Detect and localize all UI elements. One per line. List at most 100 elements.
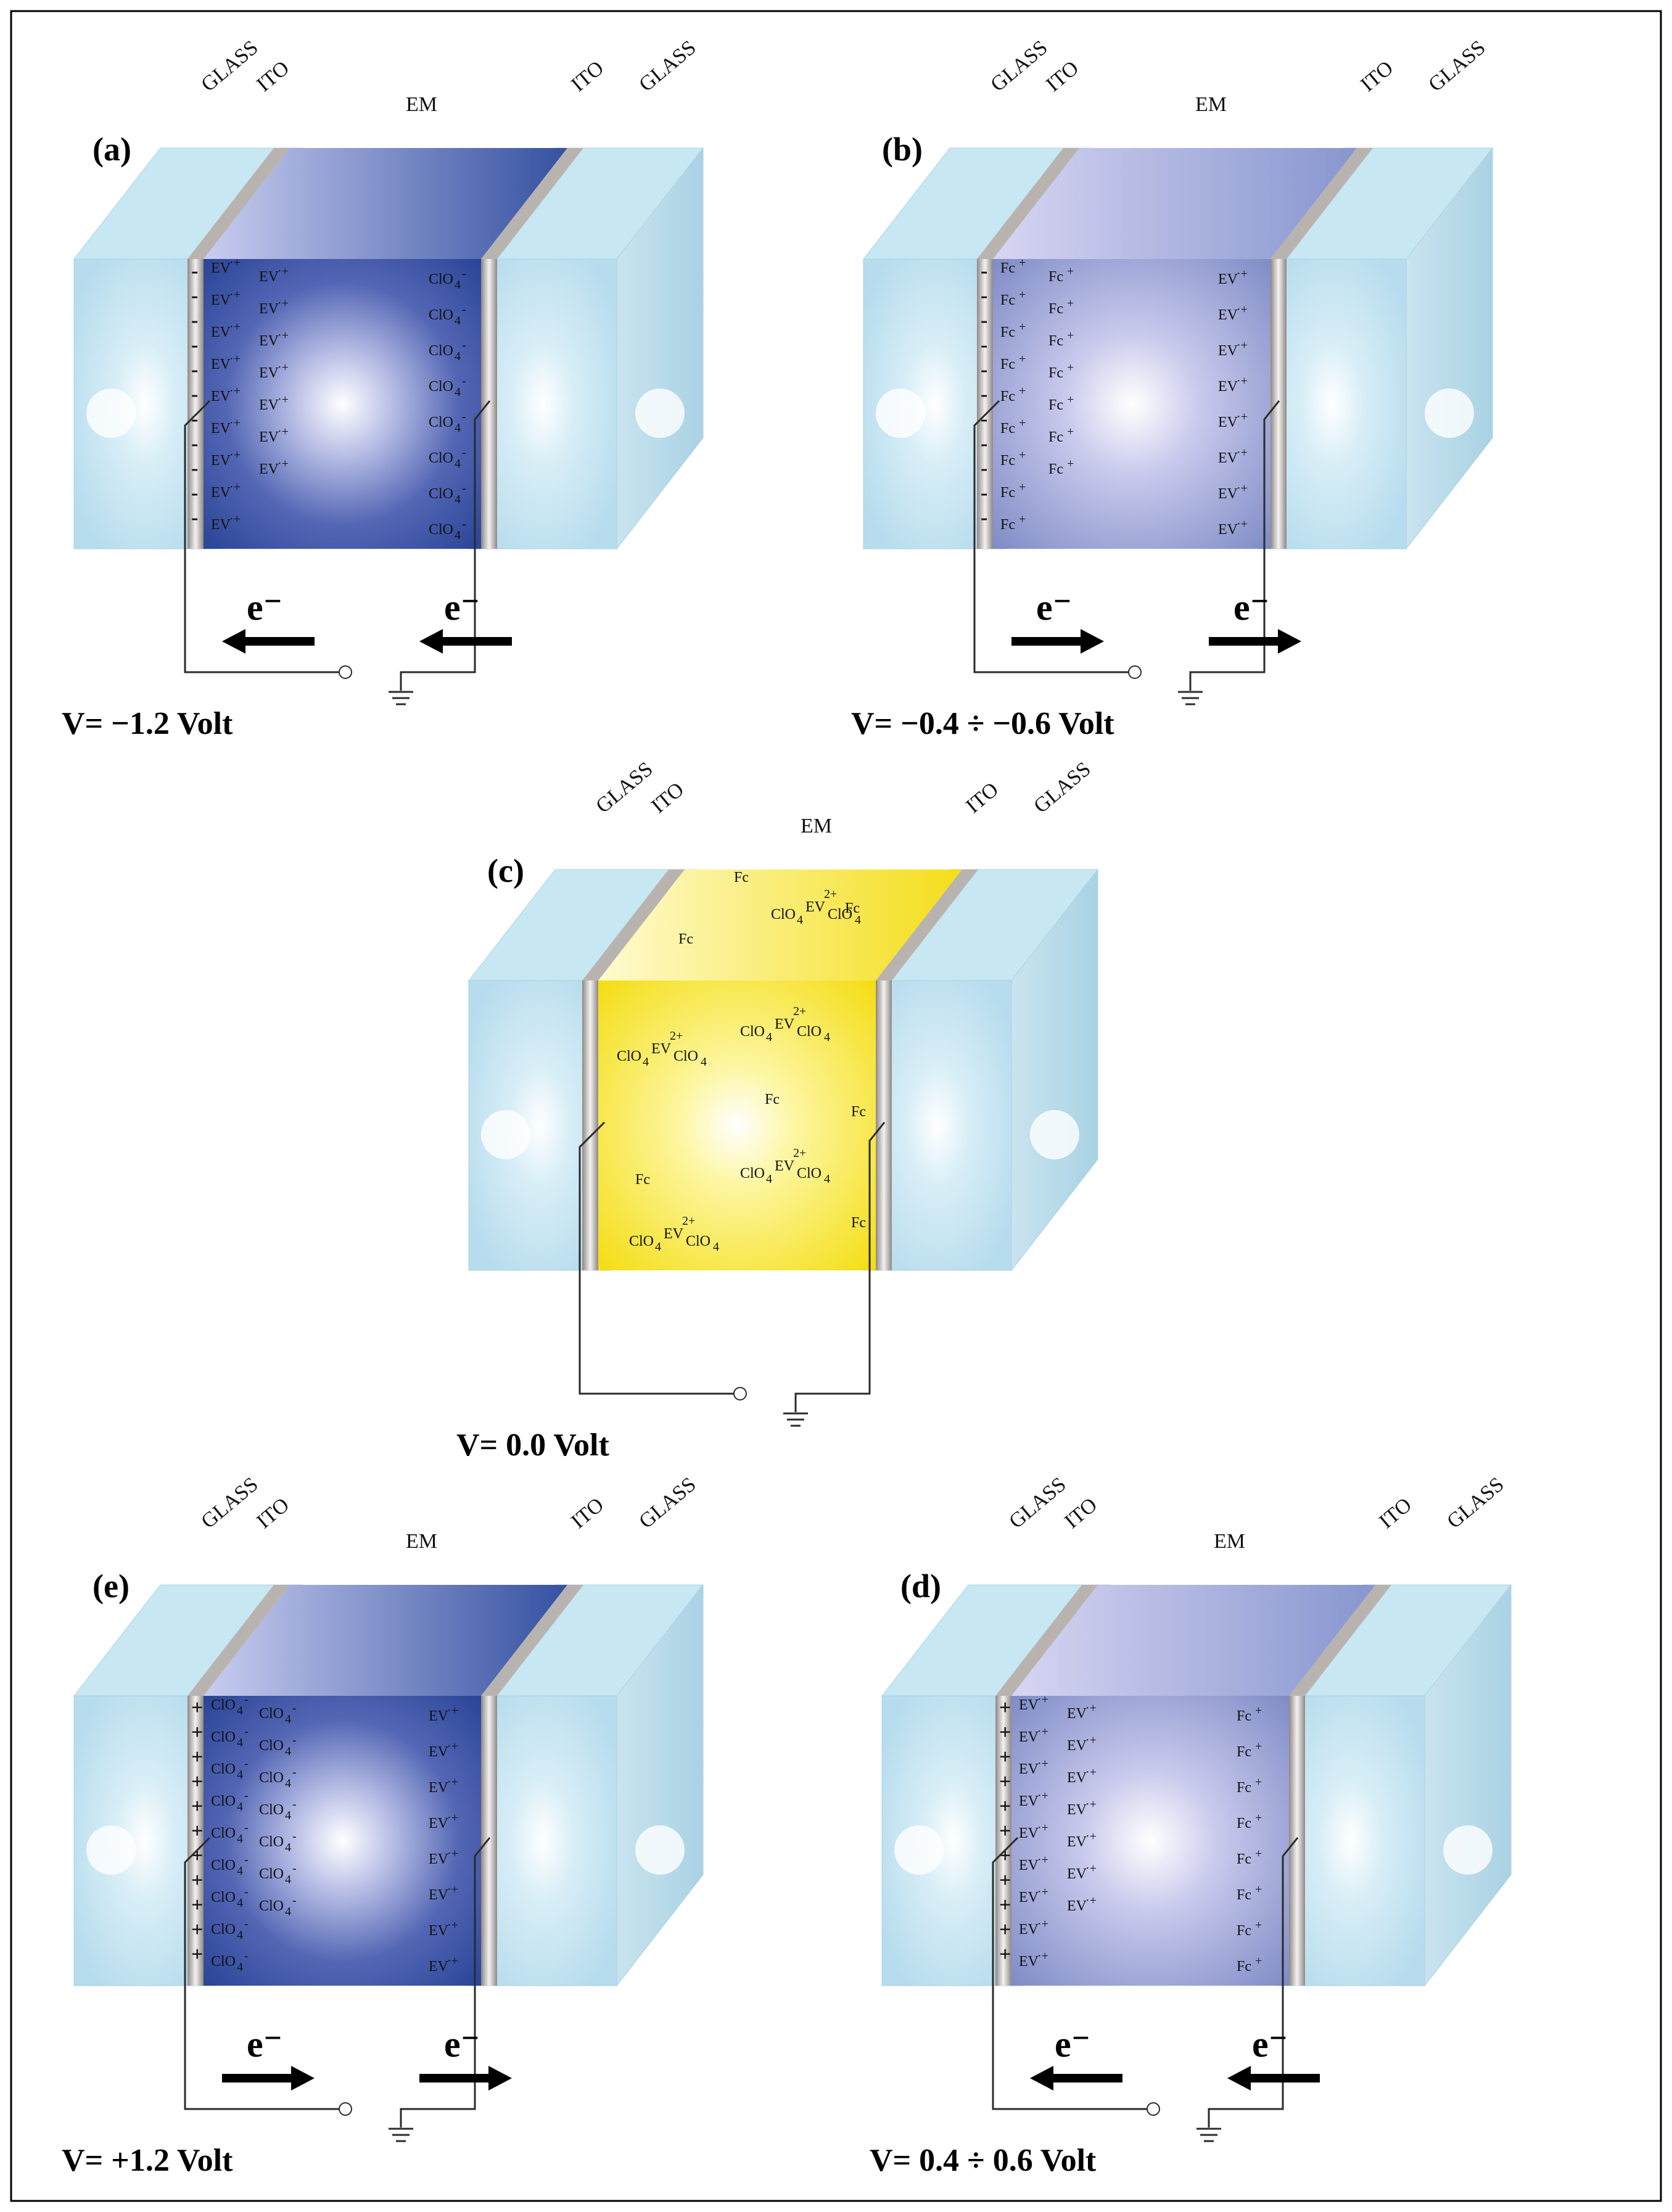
complex-center: EV: [775, 1158, 795, 1174]
species-subscript: 4: [455, 528, 461, 542]
electrode-sign: -: [981, 358, 987, 381]
complex-right: ClO: [686, 1233, 710, 1249]
species-charge: -: [462, 482, 466, 495]
fc-label: Fc: [765, 1092, 780, 1108]
species-charge: +: [1255, 1740, 1262, 1753]
species-label: EV: [1067, 1738, 1087, 1754]
species-subscript: 4: [455, 457, 461, 471]
wire-right: [1189, 400, 1280, 691]
species-charge: +: [1019, 352, 1026, 366]
layer-label: ITO: [962, 778, 1003, 818]
species-label: Fc: [1000, 517, 1015, 533]
species-label: ClO: [211, 1729, 236, 1745]
species-subscript: 4: [455, 314, 461, 327]
species-subscript: 4: [237, 1960, 243, 1974]
species-charge: +: [1255, 1775, 1262, 1789]
species-subscript: 4: [237, 1768, 243, 1782]
layer-label: ITO: [252, 1494, 294, 1533]
species-label: EV: [429, 1851, 449, 1867]
species-label: Fc: [1000, 356, 1015, 372]
species-label: EV: [1218, 379, 1238, 395]
ito-right-top: [876, 870, 978, 981]
species-label: EV: [259, 301, 279, 317]
species-label: EV: [1218, 414, 1238, 430]
electrode-sign: +: [999, 1894, 1011, 1917]
species-charge: +: [1255, 1883, 1262, 1896]
species-subscript: 4: [285, 1873, 291, 1886]
electrode-sign: -: [191, 260, 198, 282]
species-label: EV: [1067, 1706, 1087, 1722]
species-label: EV: [211, 292, 231, 308]
species-label: Fc: [1237, 1780, 1251, 1796]
species-charge: +: [1019, 480, 1026, 494]
species-label: EV: [211, 517, 231, 533]
em-top-face: [204, 148, 567, 259]
fc-label: Fc: [734, 870, 749, 886]
species-label: ClO: [211, 1922, 236, 1938]
electrode-sign: +: [191, 1770, 203, 1793]
complex-right: ClO: [797, 1166, 822, 1182]
species-charge: ·+: [447, 1918, 458, 1932]
species-charge: +: [1019, 448, 1026, 462]
species-label: Fc: [1237, 1959, 1251, 1975]
arrow-head-icon: [291, 2066, 315, 2091]
em-top-face: [993, 148, 1357, 259]
species-label: ClO: [211, 1825, 236, 1841]
layer-label: GLASS: [1443, 1473, 1508, 1534]
fc-label: Fc: [678, 931, 693, 947]
glass-highlight: [635, 389, 685, 438]
layer-label: GLASS: [197, 1473, 262, 1534]
layer-label: ITO: [1375, 1494, 1416, 1533]
panel-label: (d): [900, 1568, 941, 1605]
arrow-head-icon: [1081, 629, 1104, 654]
wire-left: [973, 400, 1129, 673]
electrode-sign: -: [191, 309, 198, 332]
species-label: Fc: [1048, 269, 1063, 285]
glass-side-right: [1424, 1584, 1512, 1987]
species-label: EV: [259, 397, 279, 413]
ito-left-top: [977, 148, 1079, 259]
species-charge: -: [292, 1830, 297, 1843]
species-charge: ·+: [1085, 1830, 1097, 1843]
species-label: Fc: [1237, 1851, 1251, 1867]
species-charge: -: [244, 1725, 249, 1738]
species-label: EV: [211, 356, 231, 372]
species-label: ClO: [429, 343, 453, 359]
glass-side-right: [616, 1584, 704, 1987]
species-label: EV: [1218, 486, 1238, 502]
species-label: EV: [1019, 1889, 1039, 1906]
electrode-sign: -: [981, 506, 987, 529]
species-charge: -: [462, 446, 466, 459]
electrode-sign: -: [981, 383, 987, 406]
species-charge: ·+: [1085, 1798, 1097, 1811]
species-label: ClO: [211, 1954, 236, 1970]
layer-label: GLASS: [1029, 758, 1095, 818]
electrode-sign: +: [191, 1918, 203, 1941]
species-label: EV: [1019, 1729, 1039, 1745]
glass-highlight: [86, 389, 136, 438]
species-charge: ·+: [447, 1847, 458, 1860]
glass-highlight: [1425, 389, 1474, 438]
electron-label: e⁻: [1233, 587, 1269, 628]
glass-highlight: [1443, 1825, 1493, 1875]
electrode-sign: -: [191, 457, 198, 480]
species-subscript: 4: [455, 421, 461, 435]
species-charge: ·+: [229, 384, 241, 398]
complex-right: ClO: [828, 907, 852, 923]
species-subscript: 4: [285, 1712, 291, 1726]
complex-center: EV: [664, 1226, 684, 1242]
wire-right: [400, 1837, 491, 2128]
species-charge: ·+: [1037, 1725, 1048, 1738]
species-label: EV: [211, 389, 231, 405]
species-label: EV: [1067, 1898, 1087, 1914]
complex-right: ClO: [673, 1048, 698, 1064]
species-charge: ·+: [1037, 1789, 1048, 1803]
electrode-sign: +: [191, 1820, 203, 1843]
species-label: Fc: [1000, 292, 1015, 308]
species-label: EV: [211, 260, 231, 276]
species-charge: -: [244, 1853, 249, 1867]
arrow-head-icon: [222, 629, 245, 654]
layer-label: GLASS: [197, 36, 262, 97]
